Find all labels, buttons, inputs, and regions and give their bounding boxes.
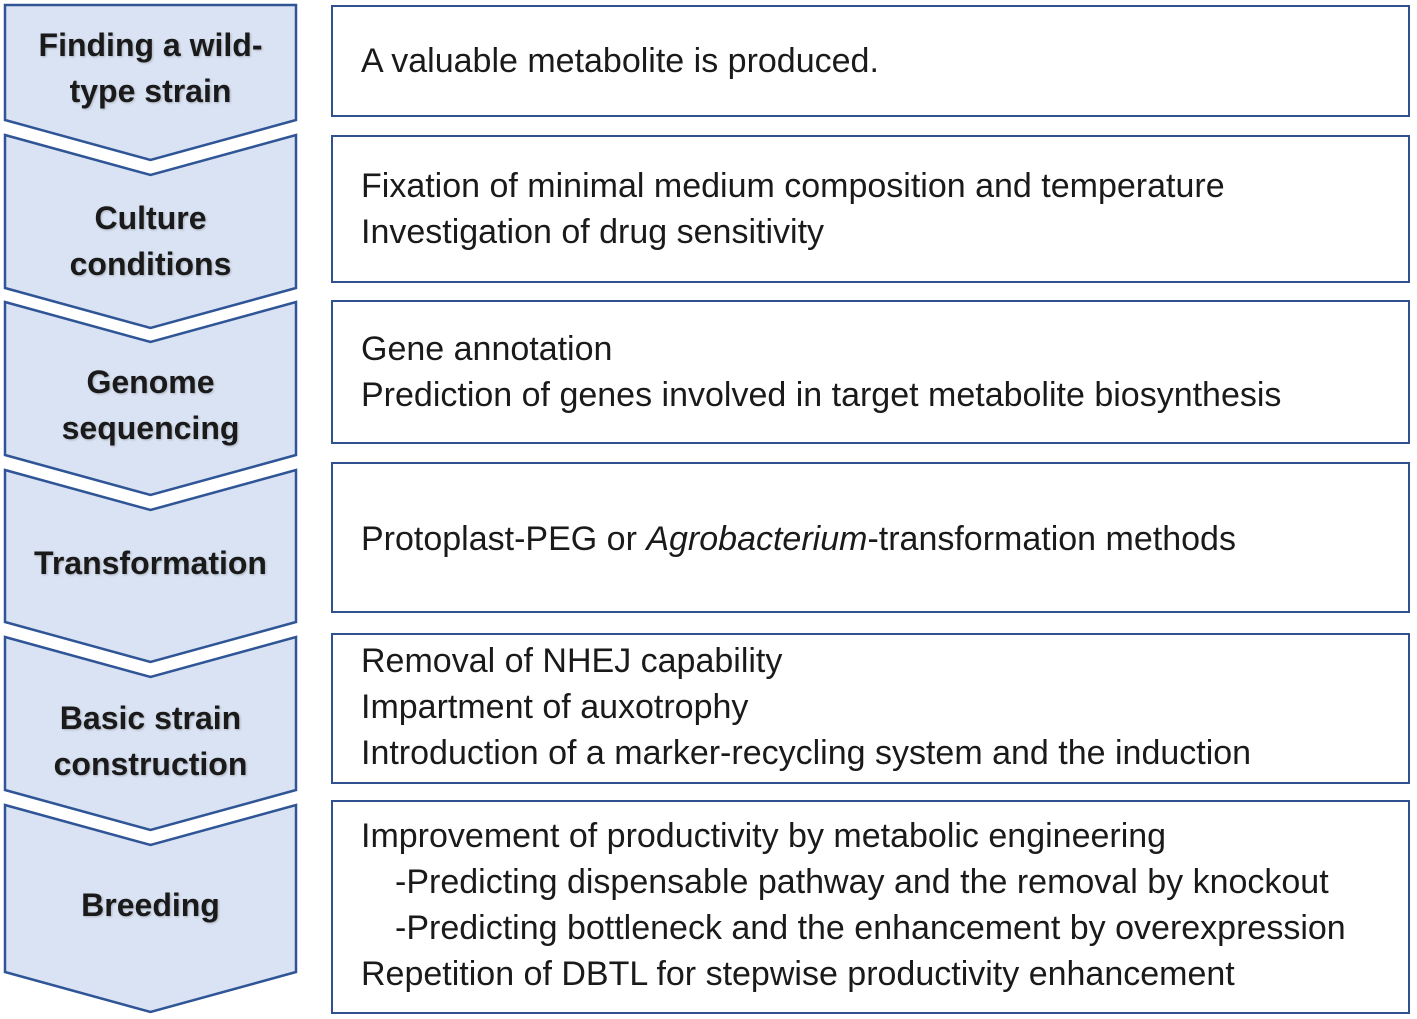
- step-label-line: construction: [53, 746, 248, 782]
- step-label-breeding: Breeding: [5, 882, 296, 928]
- step-detail-box-genome-sequencing: Gene annotation Prediction of genes invo…: [331, 300, 1410, 444]
- step-label-finding-wild-type-strain: Finding a wild- type strain: [5, 22, 296, 114]
- step-label-line: conditions: [69, 246, 232, 282]
- step-label-line: sequencing: [61, 410, 240, 446]
- step-detail-box-finding-wild-type-strain: A valuable metabolite is produced.: [331, 5, 1410, 117]
- detail-subline: -Predicting bottleneck and the enhanceme…: [395, 909, 1346, 947]
- detail-text: -transformation methods: [867, 520, 1236, 558]
- step-detail-box-culture-conditions: Fixation of minimal medium composition a…: [331, 135, 1410, 283]
- step-label-basic-strain-construction: Basic strain construction: [5, 695, 296, 787]
- step-arrow-culture-conditions: [3, 133, 298, 330]
- detail-line: A valuable metabolite is produced.: [361, 42, 879, 80]
- step-arrow-genome-sequencing: [3, 300, 298, 497]
- detail-text: Protoplast-PEG or: [361, 520, 647, 558]
- step-label-line: Finding a wild-: [38, 27, 263, 63]
- step-detail-box-basic-strain-construction: Removal of NHEJ capability Impartment of…: [331, 633, 1410, 784]
- step-detail-box-transformation: Protoplast-PEG or Agrobacterium-transfor…: [331, 462, 1410, 613]
- step-detail-box-breeding: Improvement of productivity by metabolic…: [331, 800, 1410, 1014]
- step-label-line: Culture: [94, 200, 207, 236]
- detail-line: Repetition of DBTL for stepwise producti…: [361, 955, 1235, 993]
- detail-line: Prediction of genes involved in target m…: [361, 376, 1282, 414]
- detail-line: Fixation of minimal medium composition a…: [361, 167, 1225, 205]
- detail-line: Introduction of a marker-recycling syste…: [361, 734, 1252, 772]
- detail-line: Protoplast-PEG or Agrobacterium-transfor…: [361, 516, 1408, 562]
- step-label-genome-sequencing: Genome sequencing: [5, 359, 296, 451]
- step-label-culture-conditions: Culture conditions: [5, 195, 296, 287]
- step-arrow-basic-strain-construction: [3, 635, 298, 832]
- detail-subline: -Predicting dispensable pathway and the …: [395, 863, 1329, 901]
- step-label-line: type strain: [69, 73, 232, 109]
- step-label-line: Breeding: [81, 887, 220, 923]
- detail-line: Improvement of productivity by metabolic…: [361, 817, 1167, 855]
- detail-line: Investigation of drug sensitivity: [361, 213, 825, 251]
- step-arrow-finding-wild-type-strain: [3, 3, 298, 162]
- step-label-line: Basic strain: [59, 700, 242, 736]
- detail-line: Gene annotation: [361, 330, 613, 368]
- detail-line: Removal of NHEJ capability: [361, 642, 783, 680]
- step-label-line: Transformation: [34, 545, 267, 581]
- step-label-line: Genome: [86, 364, 215, 400]
- detail-text-italic: Agrobacterium: [646, 520, 868, 558]
- step-arrow-transformation: [3, 468, 298, 664]
- step-label-transformation: Transformation: [5, 540, 296, 586]
- detail-line: Impartment of auxotrophy: [361, 688, 749, 726]
- step-arrow-breeding: [3, 803, 298, 1014]
